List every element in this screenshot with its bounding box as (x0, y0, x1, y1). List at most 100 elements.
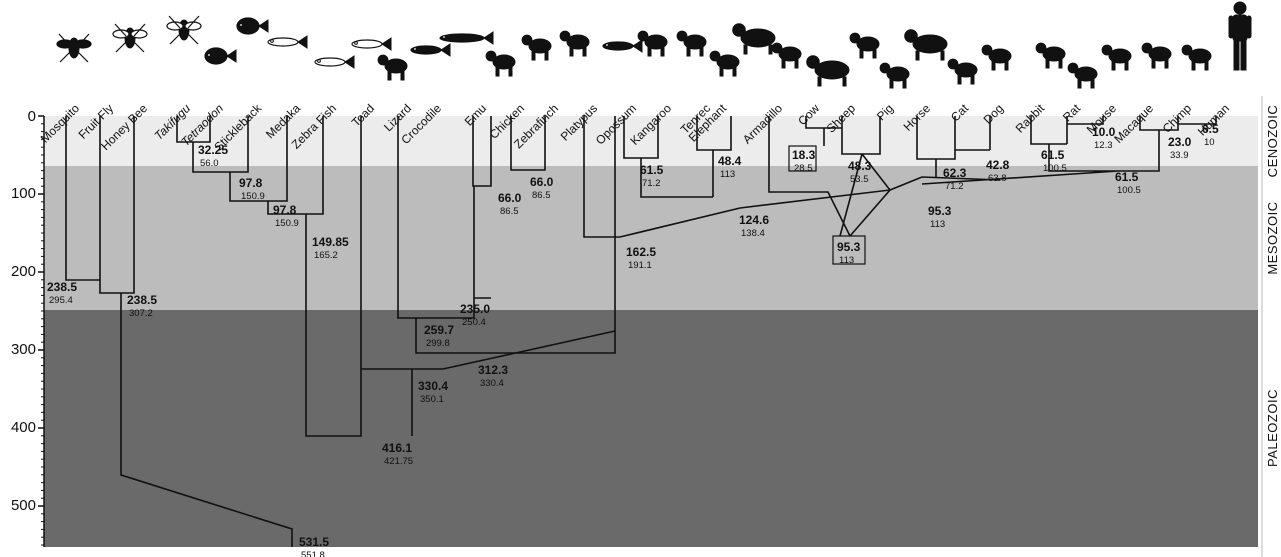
human-icon (1228, 1, 1252, 71)
macaque-icon (1141, 42, 1172, 69)
node-age-upper: 299.8 (426, 338, 450, 349)
tree-branches (65, 116, 1217, 547)
node-label: 66.086.5 (530, 175, 554, 201)
node-age-upper: 100.5 (1043, 163, 1067, 174)
dog-icon (981, 44, 1012, 71)
cow-icon (806, 55, 850, 87)
paleozoic-band (44, 310, 1258, 547)
y-axis: 0 100 200 300 400 500 (11, 108, 45, 547)
fish-icon (267, 35, 308, 49)
node-age: 97.8 (239, 176, 263, 190)
bird-icon (559, 30, 590, 57)
node-age: 416.1 (382, 441, 412, 455)
pufferfish-icon (236, 17, 269, 35)
node-age: 23.0 (1168, 135, 1192, 149)
y-tick-0: 0 (28, 108, 36, 125)
node-age: 97.8 (273, 203, 297, 217)
mouse-icon (1101, 44, 1132, 71)
y-tick-400: 400 (11, 419, 36, 436)
y-tick-200: 200 (11, 263, 36, 280)
node-age: 531.5 (299, 535, 329, 549)
node-age-upper: 71.2 (945, 181, 964, 192)
node-label: 18.328.5 (792, 148, 816, 174)
node-age-upper: 10 (1204, 137, 1215, 148)
node-age-upper: 33.9 (1170, 150, 1189, 161)
node-age: 10.0 (1092, 125, 1116, 139)
elephant-icon (732, 23, 776, 55)
node-age: 330.4 (418, 379, 448, 393)
mosquito-icon (56, 33, 92, 63)
emu-icon (485, 50, 516, 77)
node-age-upper: 113 (930, 219, 945, 230)
node-age: 149.85 (312, 235, 349, 249)
crocodile-icon (439, 31, 494, 45)
node-label: 23.033.9 (1168, 135, 1192, 161)
node-age: 48.4 (718, 154, 742, 168)
node-box-laurasiatheria (832, 235, 866, 265)
node-box-cow-sheep (788, 145, 817, 172)
branch-lines (65, 116, 1217, 547)
cat-icon (947, 58, 978, 85)
chicken-icon (521, 34, 552, 61)
node-age-upper: 307.2 (129, 308, 153, 319)
node-age: 238.5 (127, 293, 157, 307)
node-age-upper: 330.4 (480, 378, 504, 389)
horse-icon (904, 29, 948, 61)
opossum-icon (637, 30, 668, 57)
node-label: 66.086.5 (498, 191, 522, 217)
toad-icon (377, 54, 408, 81)
node-age: 18.3 (792, 148, 816, 162)
node-age: 61.5 (1115, 170, 1139, 184)
node-label: 61.571.2 (640, 163, 664, 189)
node-age: 238.5 (47, 280, 77, 294)
node-age-upper: 150.9 (275, 218, 299, 229)
fruit-fly-icon (112, 23, 148, 53)
era-label-paleozoic: PALEOZOIC (1265, 389, 1280, 467)
node-age: 235.0 (460, 302, 490, 316)
node-age-upper: 71.2 (642, 178, 661, 189)
node-age-upper: 350.1 (420, 394, 444, 405)
node-label: 48.353.5 (848, 159, 872, 185)
node-age: 312.3 (478, 363, 508, 377)
y-tick-500: 500 (11, 497, 36, 514)
fish-icon (314, 55, 355, 69)
y-tick-100: 100 (11, 185, 36, 202)
node-label: 42.863.8 (986, 158, 1010, 184)
era-label-mesozoic: MESOZOIC (1265, 201, 1280, 274)
node-age-upper: 28.5 (794, 163, 813, 174)
pufferfish-icon (204, 47, 237, 65)
fish-icon (351, 37, 392, 51)
node-label: 6.510 (1202, 122, 1219, 148)
node-age: 61.5 (1041, 148, 1065, 162)
platypus-icon (602, 39, 643, 53)
y-tick-300: 300 (11, 341, 36, 358)
node-age: 48.3 (848, 159, 872, 173)
pig-icon (879, 62, 910, 89)
chimp-icon (1181, 44, 1212, 71)
node-age: 6.5 (1202, 122, 1219, 136)
honey-bee-icon (166, 15, 202, 45)
node-label: 62.371.2 (943, 166, 967, 192)
node-age: 61.5 (640, 163, 664, 177)
node-label: 10.012.3 (1092, 125, 1116, 151)
node-age-upper: 551.8 (301, 550, 325, 557)
node-age: 95.3 (837, 240, 861, 254)
era-label-cenozoic: CENOZOIC (1265, 105, 1280, 178)
node-age-upper: 86.5 (532, 190, 551, 201)
node-age: 42.8 (986, 158, 1010, 172)
